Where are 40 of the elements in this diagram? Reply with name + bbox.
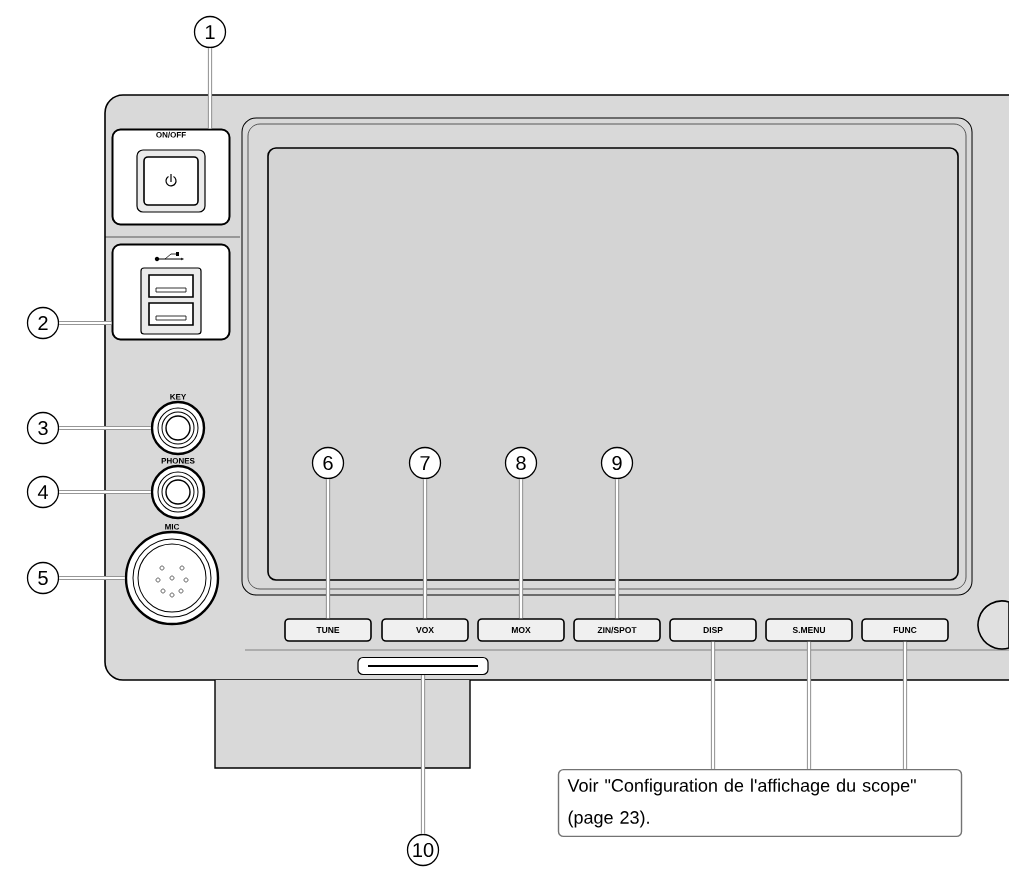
panel-button: ZIN/SPOT bbox=[573, 618, 661, 642]
callout-number: 1 bbox=[193, 15, 227, 49]
panel-button: DISP bbox=[669, 618, 757, 642]
card-slot bbox=[357, 656, 489, 676]
node-label: MIC bbox=[165, 523, 180, 530]
connector-jack: PHONES bbox=[150, 457, 206, 520]
leader-line bbox=[806, 641, 812, 769]
callout-number: 2 bbox=[26, 306, 60, 340]
usb-ports bbox=[111, 243, 231, 341]
callout-number: 7 bbox=[408, 446, 442, 480]
panel-button: S.MENU bbox=[765, 618, 853, 642]
leader-line bbox=[207, 48, 213, 129]
leader-line bbox=[614, 479, 620, 619]
note-box: Voir "Configuration de l'affichage du scope" (page 23). bbox=[557, 768, 963, 838]
callout-number: 4 bbox=[26, 475, 60, 509]
connector-jack: MIC bbox=[124, 523, 220, 626]
leader-line bbox=[59, 425, 151, 431]
leader-line bbox=[710, 641, 716, 769]
leader-line bbox=[59, 320, 112, 326]
callout-number: 8 bbox=[504, 446, 538, 480]
connector-jack: KEY bbox=[150, 394, 206, 456]
leader-line bbox=[902, 641, 908, 769]
callout-number: 10 bbox=[406, 833, 440, 867]
callout-number: 5 bbox=[26, 561, 60, 595]
node-label: KEY bbox=[170, 394, 187, 400]
node-label: PHONES bbox=[161, 457, 195, 464]
callout-number: 9 bbox=[600, 446, 634, 480]
callout-number: 6 bbox=[311, 446, 345, 480]
leader-line bbox=[518, 479, 524, 619]
power-switch: ON/OFF bbox=[111, 128, 231, 226]
panel-button: MOX bbox=[477, 618, 565, 642]
leader-line bbox=[422, 479, 428, 619]
leader-line bbox=[59, 575, 125, 581]
panel-button: FUNC bbox=[861, 618, 949, 642]
leader-line bbox=[59, 489, 151, 495]
leader-line bbox=[420, 675, 426, 834]
callout-number: 3 bbox=[26, 411, 60, 445]
panel-button: VOX bbox=[381, 618, 469, 642]
leader-line bbox=[325, 479, 331, 619]
panel-button: TUNE bbox=[284, 618, 372, 642]
